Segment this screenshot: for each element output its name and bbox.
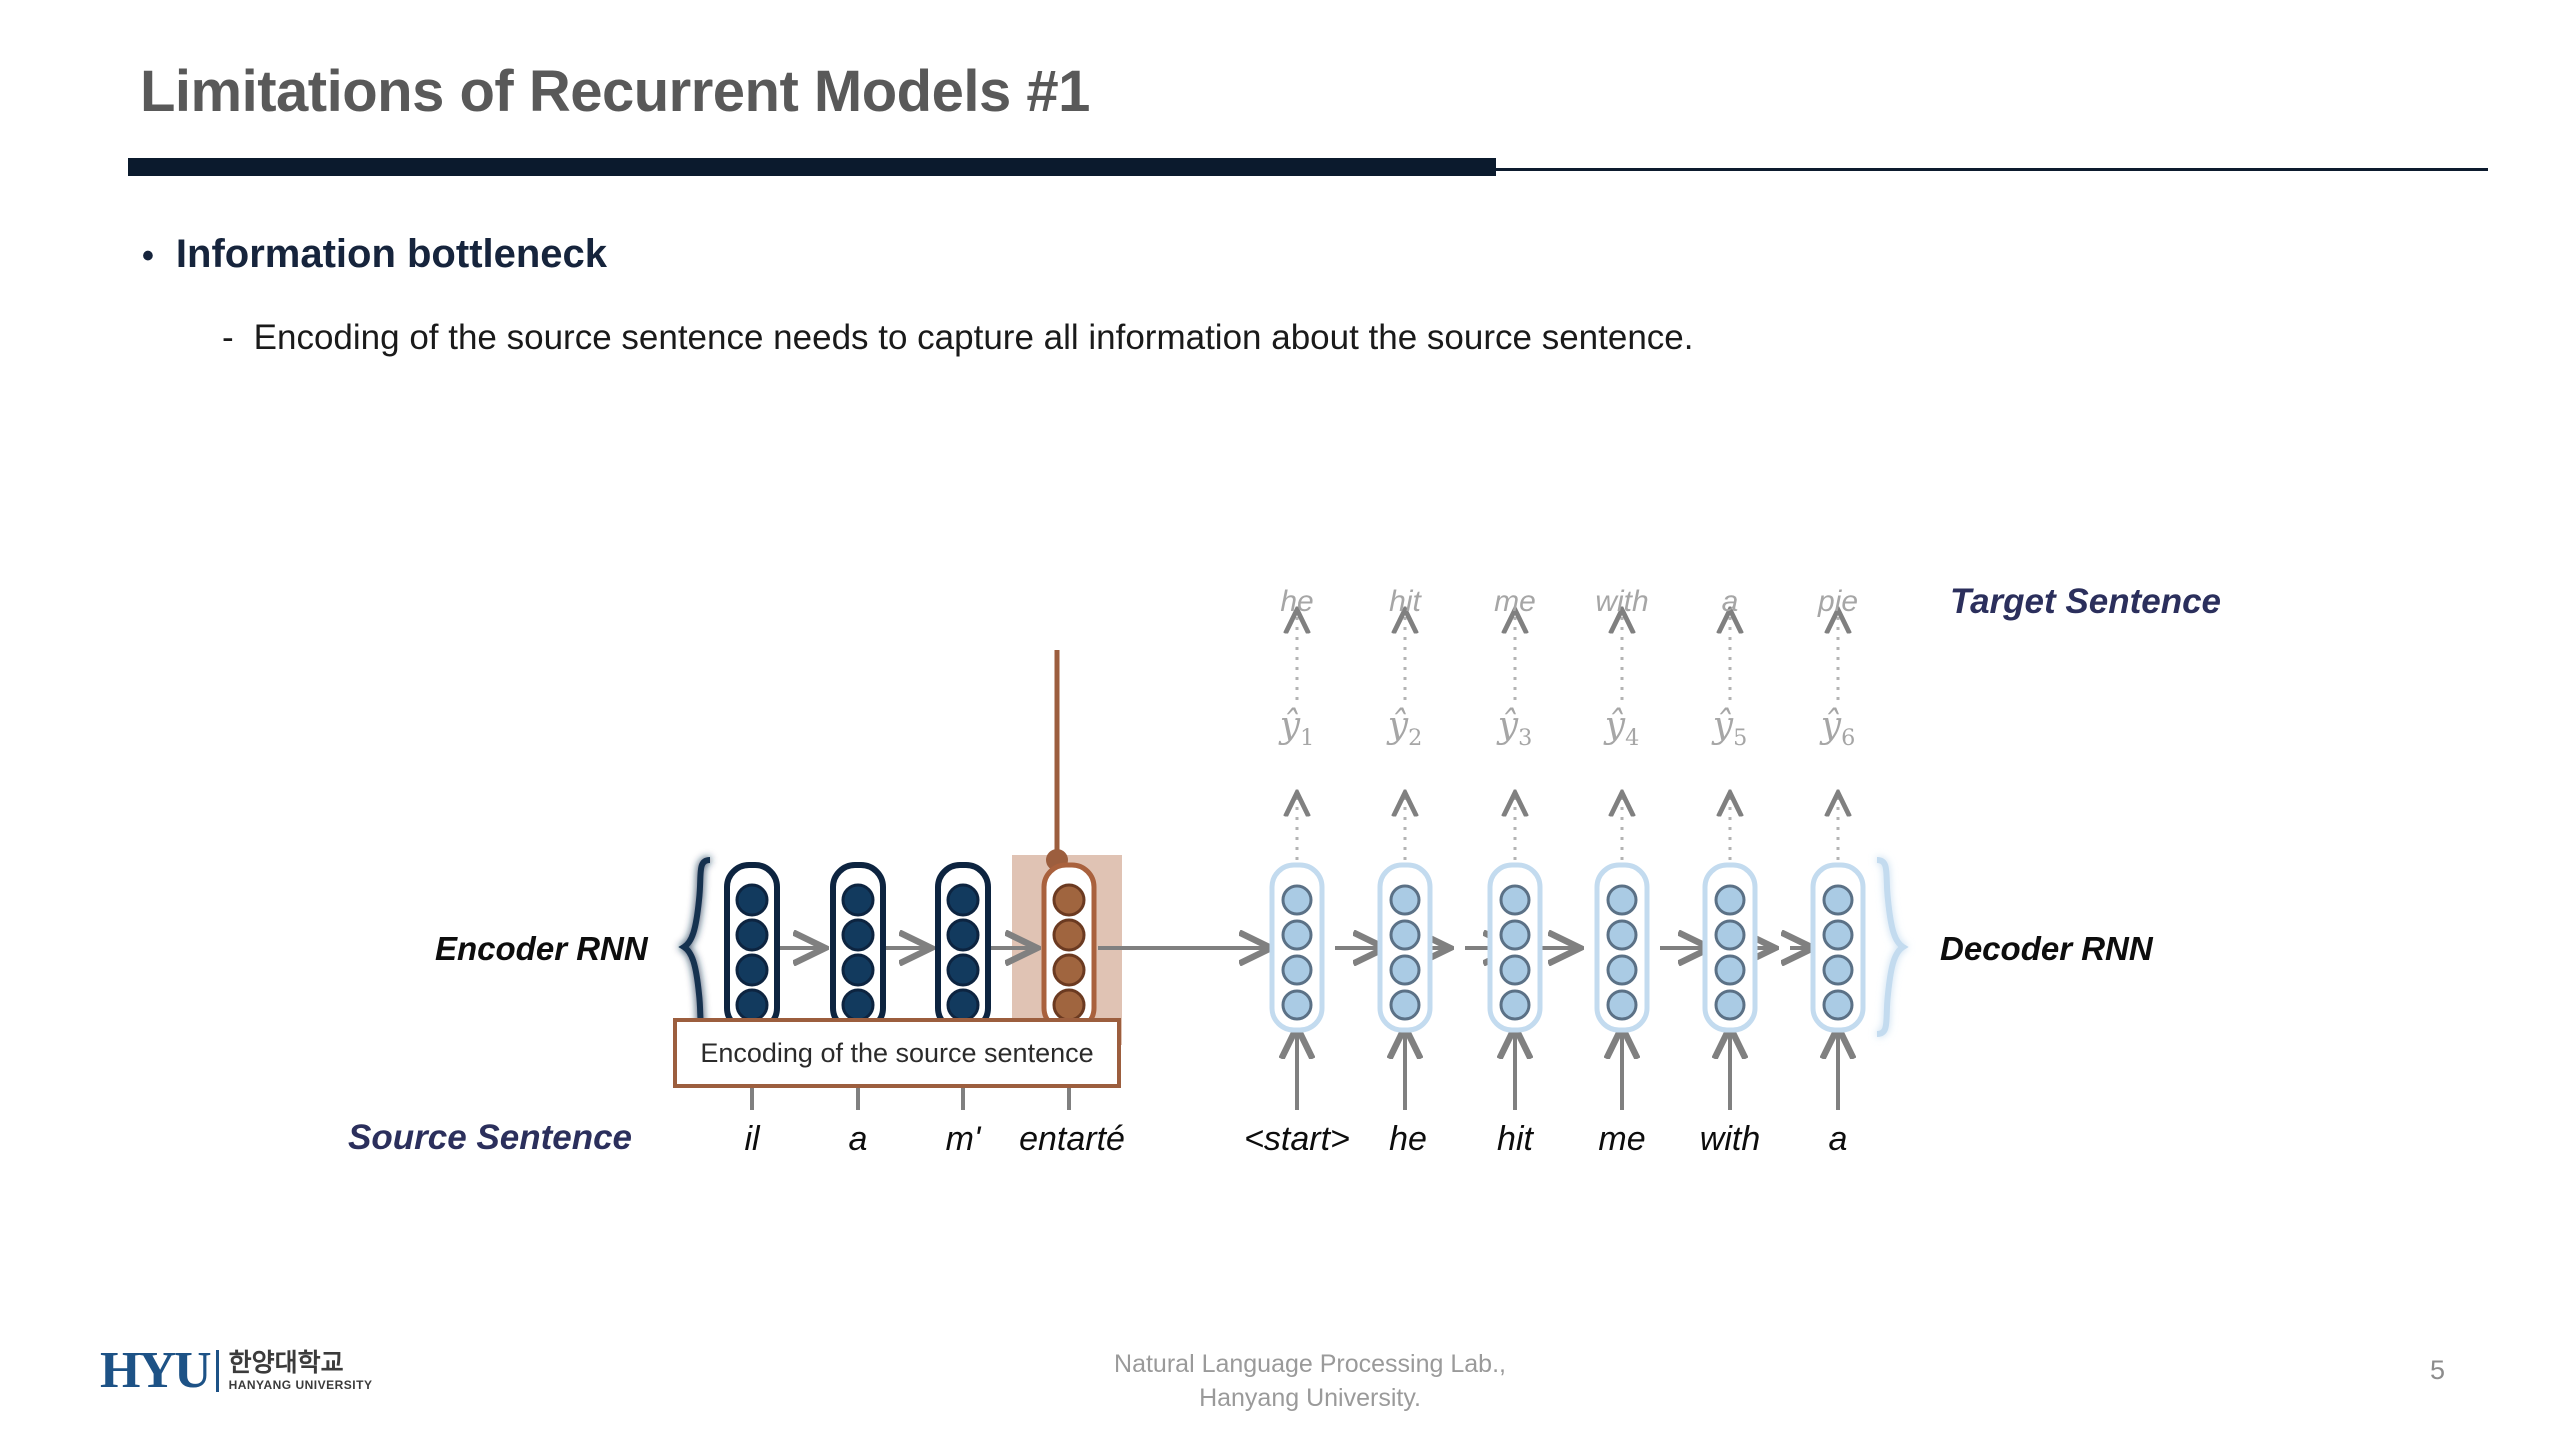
decoder-input-2: he bbox=[1389, 1120, 1427, 1158]
bullet-level2: - Encoding of the source sentence needs … bbox=[222, 318, 1693, 358]
diagram-vector-layer bbox=[678, 430, 1909, 1110]
bullet-level1-text: Information bottleneck bbox=[175, 232, 608, 276]
callout-connector bbox=[1046, 650, 1068, 871]
footer-line-1: Natural Language Processing Lab., bbox=[1114, 1350, 1506, 1378]
decoder-input-6: a bbox=[1828, 1120, 1848, 1158]
bullet-level2-text: Encoding of the source sentence needs to… bbox=[253, 318, 1694, 357]
footer-line-2: Hanyang University. bbox=[1199, 1383, 1421, 1412]
encoder-brace bbox=[678, 857, 711, 1037]
callout-text: Encoding of the source sentence bbox=[700, 1037, 1094, 1068]
encoder-final-state-cell bbox=[1041, 862, 1097, 1033]
decoder-input-4: me bbox=[1598, 1120, 1646, 1158]
encoder-input-2: a bbox=[848, 1120, 868, 1158]
target-word-1: he bbox=[1280, 585, 1314, 618]
bullet-level1: • Information bottleneck bbox=[142, 232, 607, 277]
yhat-label-1: ŷ1 bbox=[1279, 705, 1315, 752]
seq2seq-diagram: Encoding of the source sentence he hit m… bbox=[0, 430, 2560, 1250]
yhat-label-2: ŷ2 bbox=[1387, 705, 1423, 752]
decoder-input-3: hit bbox=[1497, 1120, 1533, 1158]
encoder-rnn-label: Encoder RNN bbox=[435, 930, 648, 967]
target-word-2: hit bbox=[1389, 585, 1421, 618]
encoder-input-4: entarté bbox=[1019, 1120, 1125, 1158]
encoder-input-3: m' bbox=[945, 1120, 981, 1158]
hyu-logo-korean: 한양대학교 bbox=[228, 1349, 344, 1378]
decoder-brace bbox=[1876, 857, 1909, 1037]
callout-encoding-box: Encoding of the source sentence bbox=[673, 1018, 1121, 1088]
yhat-label-4: ŷ4 bbox=[1604, 705, 1640, 752]
yhat-label-3: ŷ3 bbox=[1497, 705, 1533, 752]
bullet-dash-icon: - bbox=[222, 318, 234, 357]
target-word-3: me bbox=[1494, 585, 1536, 618]
hyu-logo-mark: HYU bbox=[100, 1342, 212, 1399]
footer-affiliation: Natural Language Processing Lab., Hanyan… bbox=[1110, 1348, 1510, 1416]
target-word-4: with bbox=[1595, 585, 1649, 618]
bullet-dot-icon: • bbox=[142, 237, 154, 275]
encoder-input-1: il bbox=[744, 1120, 760, 1158]
decoder-input-5: with bbox=[1699, 1120, 1761, 1158]
encoder-cells bbox=[724, 862, 1097, 1033]
page-number: 5 bbox=[2430, 1355, 2446, 1385]
target-sentence-label: Target Sentence bbox=[1950, 582, 2222, 621]
hyu-logo: HYU 한양대학교 HANYANG UNIVERSITY bbox=[100, 1345, 400, 1407]
page-title: Limitations of Recurrent Models #1 bbox=[140, 59, 1090, 124]
yhat-label-6: ŷ6 bbox=[1820, 705, 1856, 752]
decoder-input-1: <start> bbox=[1244, 1120, 1350, 1158]
target-word-5: a bbox=[1721, 585, 1739, 618]
source-sentence-label: Source Sentence bbox=[348, 1118, 632, 1157]
title-underline-thick bbox=[128, 158, 1496, 176]
yhat-label-5: ŷ5 bbox=[1712, 705, 1748, 752]
target-word-6: pie bbox=[1817, 585, 1859, 618]
decoder-rnn-label: Decoder RNN bbox=[1940, 930, 2153, 967]
hyu-logo-english: HANYANG UNIVERSITY bbox=[228, 1377, 373, 1392]
decoder-cells bbox=[1269, 862, 1866, 1033]
